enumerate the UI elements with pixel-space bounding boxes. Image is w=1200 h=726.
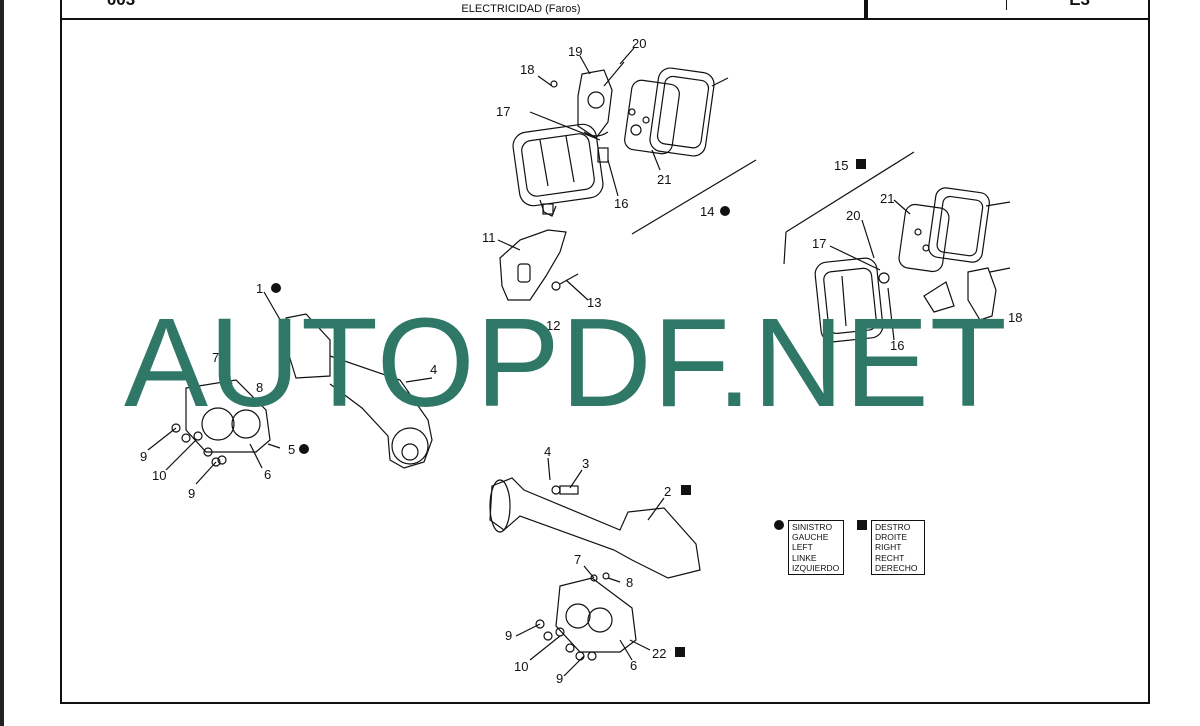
callout-3: 3: [582, 456, 589, 471]
drawing-frame: [60, 18, 1150, 704]
right-side-marker-icon: [856, 159, 866, 169]
callout-11: 11: [482, 230, 496, 245]
callout-15: 15: [834, 158, 848, 173]
watermark: AUTOPDF.NET: [124, 292, 1008, 433]
callout-13: 13: [587, 295, 601, 310]
callout-9: 9: [188, 486, 195, 501]
legend-right-item: DROITE: [875, 532, 908, 543]
fastener-group-right: [535, 619, 597, 661]
callout-20: 20: [846, 208, 860, 223]
left-side-marker-icon: [271, 283, 281, 293]
header-ref: E3: [868, 0, 1148, 10]
callout-1: 1: [256, 281, 263, 296]
header-title: ELECTRICIDAD (Faros): [461, 3, 581, 15]
callout-18: 18: [520, 62, 534, 77]
callout-9: 9: [140, 449, 147, 464]
callout-8: 8: [626, 575, 633, 590]
callout-17: 17: [812, 236, 826, 251]
callout-4: 4: [430, 362, 437, 377]
legend-left-item: SINISTRO: [792, 522, 833, 532]
legend-right-item: RECHT: [875, 552, 905, 563]
work-lamp-drawing: [512, 61, 729, 217]
callout-5: 5: [288, 442, 295, 457]
callout-10: 10: [152, 468, 166, 483]
callout-9: 9: [556, 671, 563, 686]
callout-4: 4: [544, 444, 551, 459]
legend-left-item: LEFT: [792, 542, 813, 553]
legend-right-item: DESTRO: [875, 522, 911, 532]
legend-left-item: GAUCHE: [792, 532, 829, 543]
callout-20: 20: [632, 36, 646, 51]
right-side-marker-icon: [681, 485, 691, 495]
legend-right-side: DESTRO DROITE RIGHT RECHT DERECHO: [871, 520, 925, 576]
legend-left-item: LINKE: [792, 552, 817, 563]
callout-2: 2: [664, 484, 671, 499]
callout-21: 21: [657, 172, 671, 187]
callout-16: 16: [614, 196, 628, 211]
legend-left-item: IZQUIERDO: [792, 562, 840, 573]
callout-10: 10: [514, 659, 528, 674]
callout-labels: 1 2 3 4 4 5 6 6 7 7 8 8 9 9 9 9 10 10 11…: [140, 36, 1022, 686]
callout-7: 7: [574, 552, 581, 567]
callout-17: 17: [496, 104, 510, 119]
legend-right-item: DERECHO: [875, 562, 918, 573]
callout-9: 9: [505, 628, 512, 643]
callout-12: 12: [546, 318, 560, 333]
callout-19: 19: [568, 44, 582, 59]
callout-7: 7: [212, 350, 219, 365]
header-ref-divider: [1006, 0, 1007, 10]
callout-21: 21: [880, 191, 894, 206]
callout-14: 14: [700, 204, 714, 219]
left-page-border: [0, 0, 4, 726]
right-side-marker-icon: [857, 520, 867, 530]
legend-left-side: SINISTRO GAUCHE LEFT LINKE IZQUIERDO: [788, 520, 844, 576]
callout-6: 6: [264, 467, 271, 482]
callout-22: 22: [652, 646, 666, 661]
callout-6: 6: [630, 658, 637, 673]
callout-16: 16: [890, 338, 904, 353]
callout-18: 18: [1008, 310, 1022, 325]
left-side-marker-icon: [299, 444, 309, 454]
left-side-marker-icon: [774, 520, 784, 530]
left-side-marker-icon: [720, 206, 730, 216]
header-code: 003: [62, 0, 180, 10]
right-side-marker-icon: [675, 647, 685, 657]
legend-right-item: RIGHT: [875, 542, 902, 553]
callout-8: 8: [256, 380, 263, 395]
fastener-group-left: [171, 423, 227, 467]
work-lamp-drawing-right: [814, 187, 1011, 343]
